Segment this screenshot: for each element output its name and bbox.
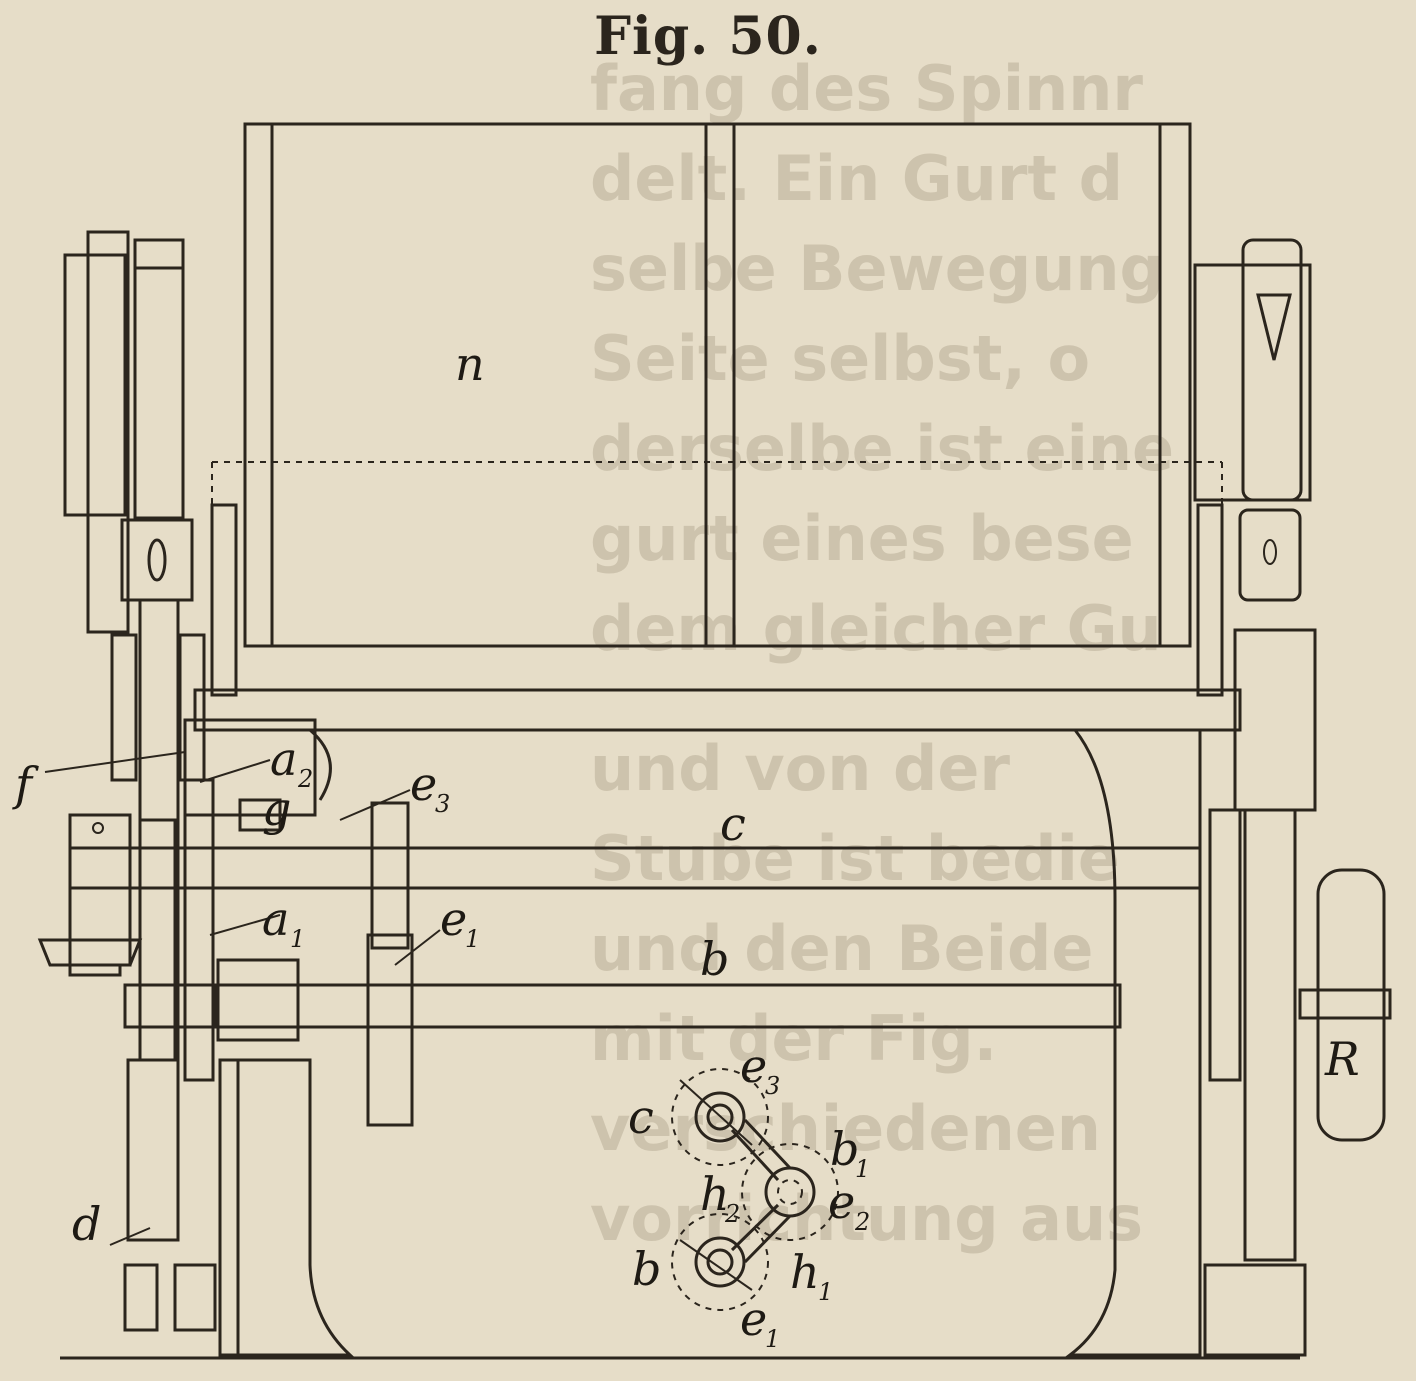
inset-label-e3: e xyxy=(740,1039,767,1093)
label-c: c xyxy=(720,797,746,851)
figure-title: Fig. 50. xyxy=(594,6,822,67)
inset-label-e3-sub: 3 xyxy=(765,1072,780,1100)
svg-text:mit der Fig.: mit der Fig. xyxy=(590,1002,997,1075)
label-e3: e xyxy=(410,757,437,811)
svg-text:derselbe ist eine: derselbe ist eine xyxy=(590,412,1174,485)
svg-text:Stube ist bedie: Stube ist bedie xyxy=(590,822,1120,895)
label-R: R xyxy=(1324,1032,1360,1086)
inset-label-e1-sub: 1 xyxy=(765,1325,780,1353)
right-housing xyxy=(1193,238,1392,1357)
leader-lines xyxy=(44,751,753,1291)
label-e3-sub: 3 xyxy=(435,790,450,818)
label-a1-sub: 1 xyxy=(290,925,305,953)
svg-text:vorrichtung aus: vorrichtung aus xyxy=(590,1182,1143,1255)
svg-text:verschiedenen: verschiedenen xyxy=(590,1092,1101,1165)
label-e1: e xyxy=(440,892,467,946)
gears xyxy=(366,801,414,1127)
svg-text:fang des Spinnr: fang des Spinnr xyxy=(590,52,1143,125)
svg-text:und von der: und von der xyxy=(590,732,1010,805)
svg-text:delt. Ein Gurt d: delt. Ein Gurt d xyxy=(590,142,1123,215)
inset-detail xyxy=(671,1068,839,1311)
inset-label-h2: h xyxy=(700,1167,730,1221)
svg-text:dem gleicher Gu: dem gleicher Gu xyxy=(590,592,1162,665)
inset-label-b1-sub: 1 xyxy=(855,1155,870,1183)
label-f: f xyxy=(12,757,39,811)
svg-text:und den Beide: und den Beide xyxy=(590,912,1093,985)
inset-label-b1: b xyxy=(830,1122,859,1176)
inset-label-e2-sub: 2 xyxy=(854,1208,870,1236)
left-mechanism xyxy=(37,230,317,1332)
drum xyxy=(211,122,1223,648)
label-e1-sub: 1 xyxy=(465,925,480,953)
part-labels: n f a 2 g e 3 c a 1 e 1 b d R e 3 c b 1 … xyxy=(12,337,1360,1353)
inset-label-b: b xyxy=(632,1242,661,1296)
label-b: b xyxy=(700,932,729,986)
inset-label-e2: e xyxy=(828,1175,855,1229)
svg-text:Seite selbst, o: Seite selbst, o xyxy=(590,322,1090,395)
bleed-through-text: fang des Spinnr delt. Ein Gurt d selbe B… xyxy=(590,52,1174,1255)
label-n: n xyxy=(455,337,485,391)
inset-label-c: c xyxy=(628,1090,654,1144)
label-a2-sub: 2 xyxy=(297,765,313,793)
label-g: g xyxy=(262,782,291,836)
svg-text:selbe Bewegung: selbe Bewegung xyxy=(590,232,1164,305)
label-a1: a xyxy=(262,892,289,946)
inset-label-e1: e xyxy=(740,1292,767,1346)
trough xyxy=(193,503,1242,732)
label-d: d xyxy=(72,1197,101,1251)
inset-label-h1-sub: 1 xyxy=(818,1278,833,1306)
shafts xyxy=(68,846,1202,1029)
label-a2: a xyxy=(270,732,297,786)
inset-label-h2-sub: 2 xyxy=(724,1200,740,1228)
inset-label-h1: h xyxy=(790,1245,820,1299)
svg-text:gurt eines bese: gurt eines bese xyxy=(590,502,1134,575)
frame xyxy=(60,728,1300,1360)
